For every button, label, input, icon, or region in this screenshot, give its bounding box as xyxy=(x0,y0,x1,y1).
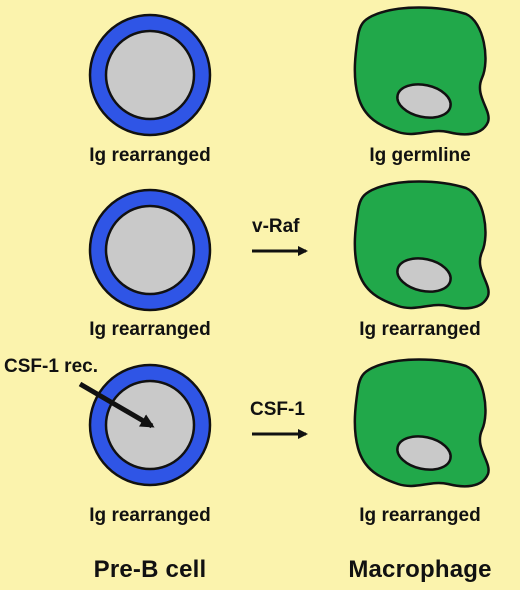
preb-cell-1 xyxy=(88,13,212,137)
label-csf1: CSF-1 xyxy=(250,399,305,420)
arrow-receptor xyxy=(78,381,155,429)
column-title-macrophage: Macrophage xyxy=(348,556,492,583)
column-title-preb: Pre-B cell xyxy=(93,556,207,583)
label-row3-left: Ig rearranged xyxy=(89,505,211,526)
label-row2-left: Ig rearranged xyxy=(89,319,211,340)
macrophage-3 xyxy=(353,358,490,488)
label-vraf: v-Raf xyxy=(252,216,300,237)
label-row1-right: Ig germline xyxy=(369,145,471,166)
macrophage-2 xyxy=(353,180,490,310)
label-row2-right: Ig rearranged xyxy=(359,319,481,340)
label-row1-left: Ig rearranged xyxy=(89,145,211,166)
label-receptor: CSF-1 rec. xyxy=(4,356,98,377)
macrophage-1 xyxy=(353,6,490,136)
preb-cell-2 xyxy=(88,188,212,312)
label-row3-right: Ig rearranged xyxy=(359,505,481,526)
